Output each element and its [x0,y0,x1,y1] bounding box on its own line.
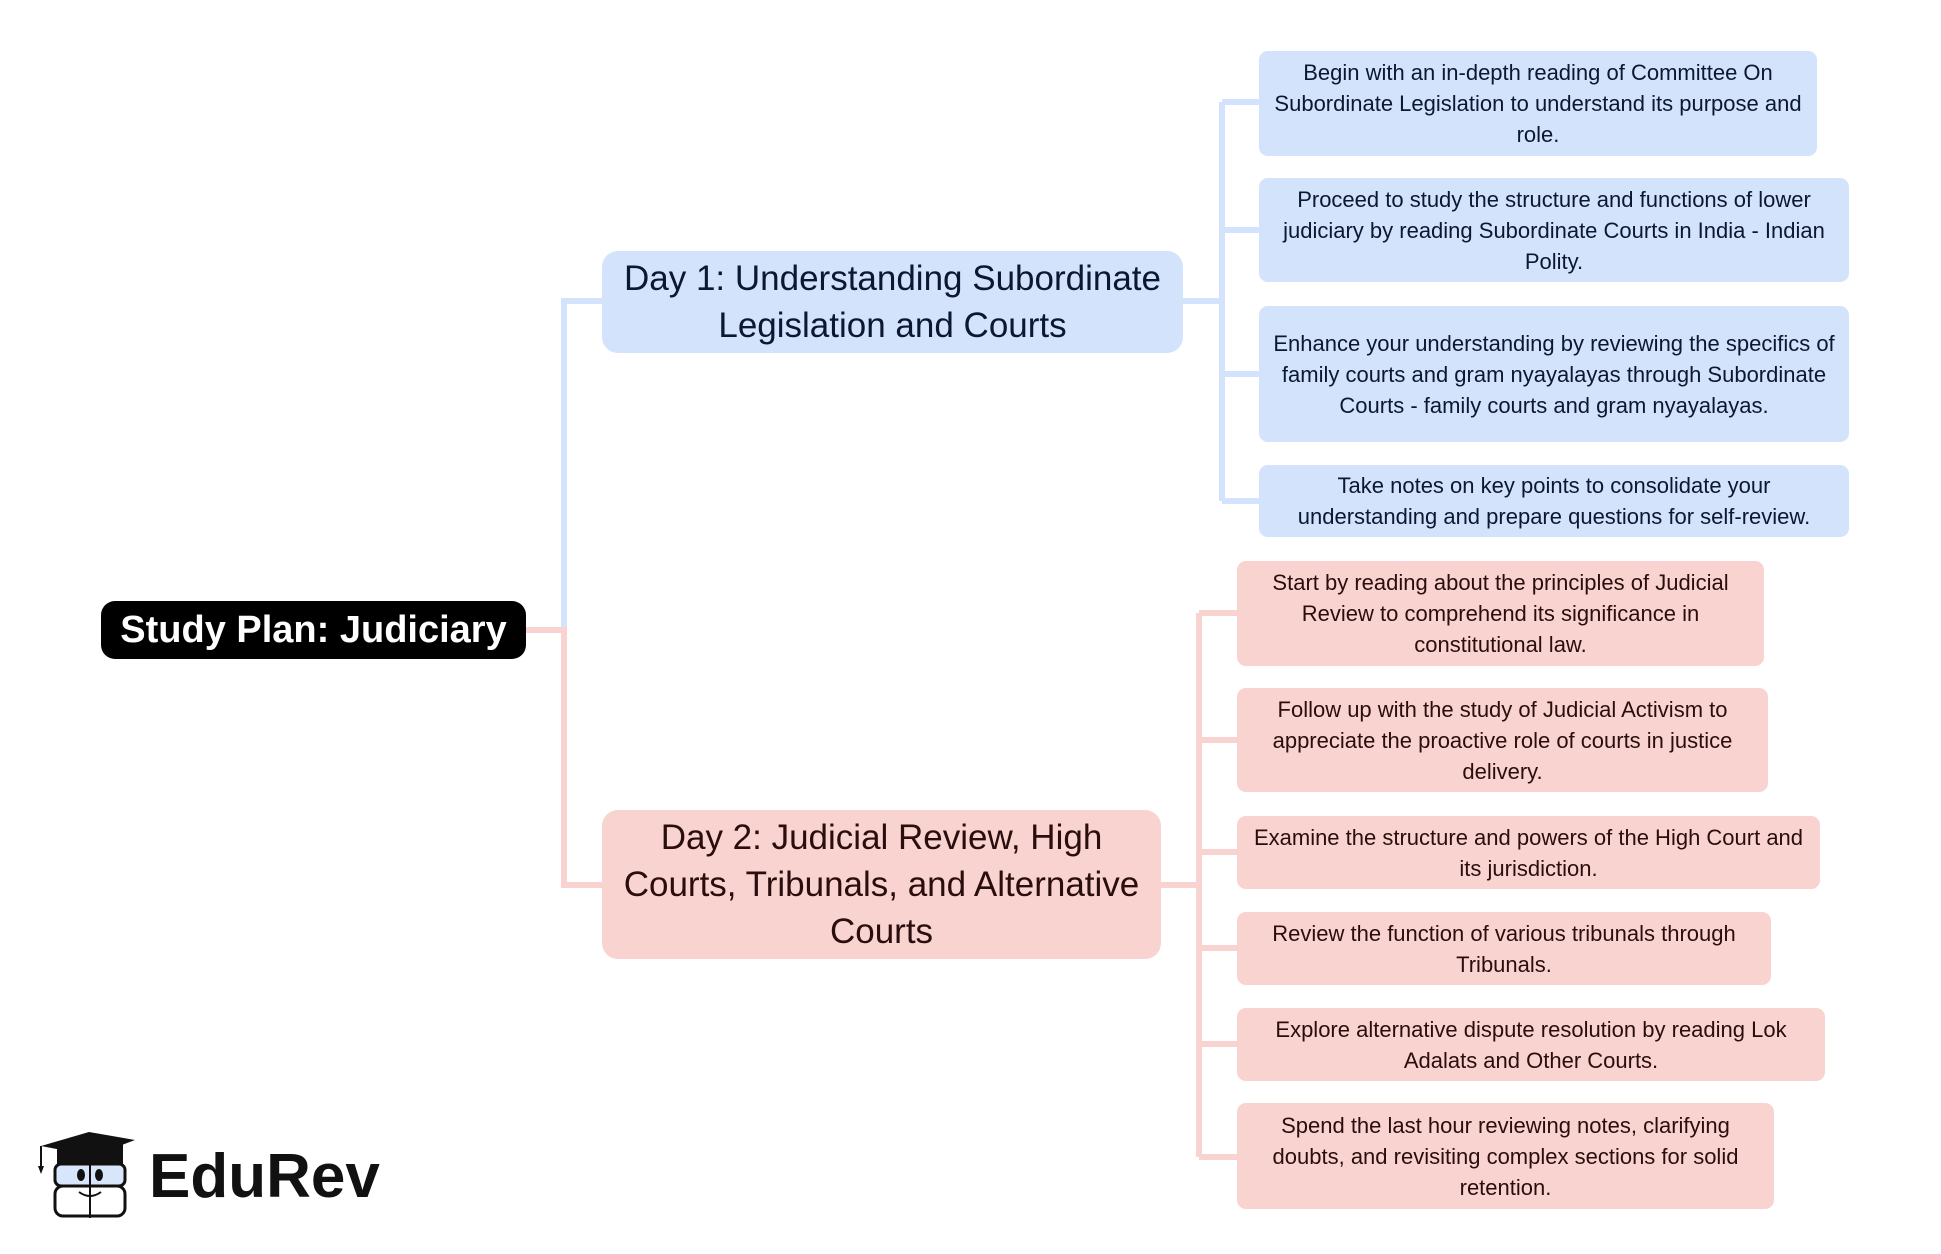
day1-item: Enhance your understanding by reviewing … [1259,306,1849,442]
day2-item: Spend the last hour reviewing notes, cla… [1237,1103,1774,1209]
day2-node: Day 2: Judicial Review, High Courts, Tri… [602,810,1161,959]
connector-root-day2 [526,627,602,888]
day2-item: Explore alternative dispute resolution b… [1237,1008,1825,1081]
day1-node: Day 1: Understanding Subordinate Legisla… [602,251,1183,353]
day2-item: Start by reading about the principles of… [1237,561,1764,666]
edurev-logo: EduRev [37,1130,380,1222]
day1-item: Begin with an in-depth reading of Commit… [1259,51,1817,156]
connector-day2-items [1161,610,1237,1160]
logo-text: EduRev [149,1141,380,1211]
connector-day1-items [1183,99,1259,504]
mascot-graduation-cap-icon [38,1132,135,1218]
connector-root-day1 [526,298,602,633]
day2-item: Follow up with the study of Judicial Act… [1237,688,1768,792]
day1-item: Take notes on key points to consolidate … [1259,465,1849,537]
day2-item: Examine the structure and powers of the … [1237,816,1820,889]
day1-item: Proceed to study the structure and funct… [1259,178,1849,282]
day2-item: Review the function of various tribunals… [1237,912,1771,985]
root-node: Study Plan: Judiciary [101,601,526,659]
